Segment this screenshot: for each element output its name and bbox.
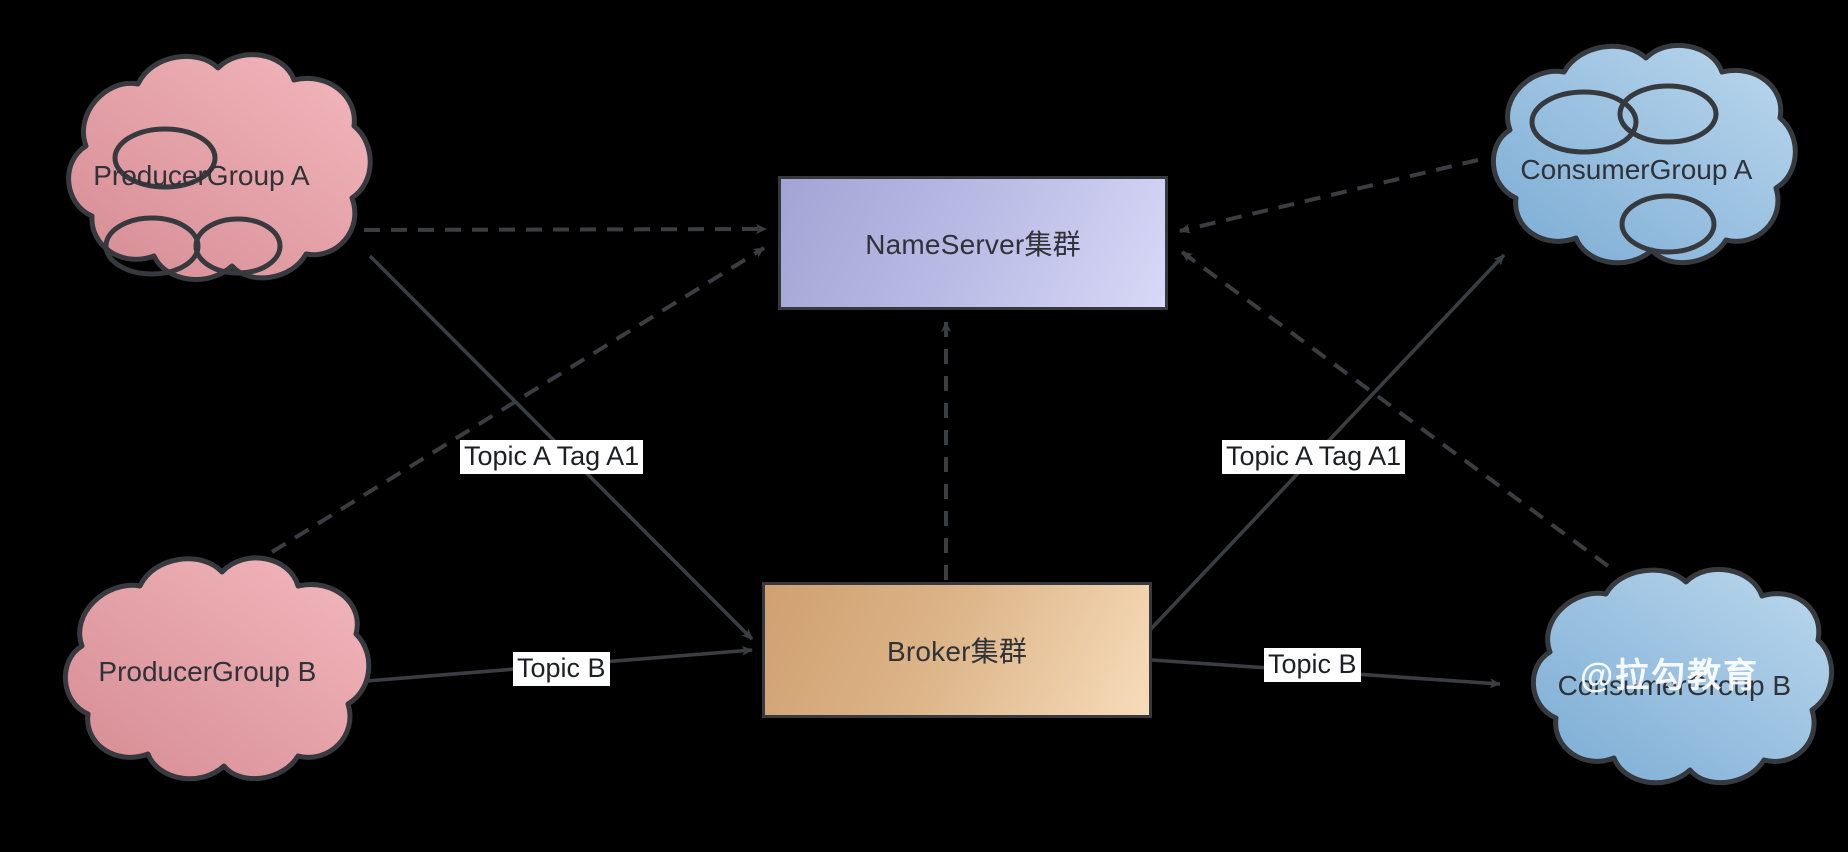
edge-label-text: Topic A Tag A1: [464, 441, 640, 471]
node-label: ConsumerGroup B: [1557, 670, 1792, 701]
node-label: ProducerGroup B: [98, 656, 317, 687]
cloud-node-ellipse: [193, 216, 283, 276]
edge-label-text: Topic B: [1268, 649, 1357, 679]
edge-producer-a-to-nameserver: [363, 224, 767, 235]
edge-label-topic-a-right: Topic A Tag A1: [1222, 440, 1406, 474]
edge-producer-b-to-nameserver: [270, 246, 766, 554]
edge-consumer-b-to-nameserver: [1180, 250, 1610, 568]
node-label: ProducerGroup A: [93, 160, 310, 191]
cloud-node-ellipse: [1529, 89, 1639, 155]
node-label: Broker集群: [886, 636, 1028, 667]
edge-label-topic-a-left: Topic A Tag A1: [460, 440, 644, 474]
cloud-shape: [1490, 42, 1798, 266]
node-producer-group-b[interactable]: ProducerGroup B: [36, 552, 372, 788]
cloud-shape: [62, 555, 372, 782]
cloud-shape: [66, 52, 373, 282]
node-producer-group-a[interactable]: ProducerGroup A: [42, 48, 374, 288]
watermark: @拉勾教育: [1580, 648, 1759, 697]
edge-label-text: Topic A Tag A1: [1226, 441, 1402, 471]
node-broker[interactable]: Broker集群: [762, 582, 1152, 718]
node-nameserver[interactable]: NameServer集群: [778, 176, 1168, 310]
cloud-node-ellipse: [112, 126, 218, 190]
watermark-text: @拉勾教育: [1580, 657, 1760, 695]
cloud-node-ellipse: [1619, 193, 1717, 255]
node-consumer-group-b[interactable]: ConsumerGroup B: [1506, 566, 1836, 792]
cloud-shape: [1531, 566, 1834, 786]
edge-label-topic-b-left: Topic B: [513, 652, 610, 686]
node-consumer-group-a[interactable]: ConsumerGroup A: [1464, 42, 1802, 272]
edge-label-topic-b-right: Topic B: [1264, 648, 1361, 682]
edge-consumer-a-to-nameserver: [1179, 158, 1479, 234]
cloud-node-ellipse: [1617, 83, 1719, 145]
node-label: NameServer集群: [865, 229, 1081, 260]
node-label: ConsumerGroup A: [1520, 154, 1753, 185]
edge-label-text: Topic B: [517, 653, 606, 683]
